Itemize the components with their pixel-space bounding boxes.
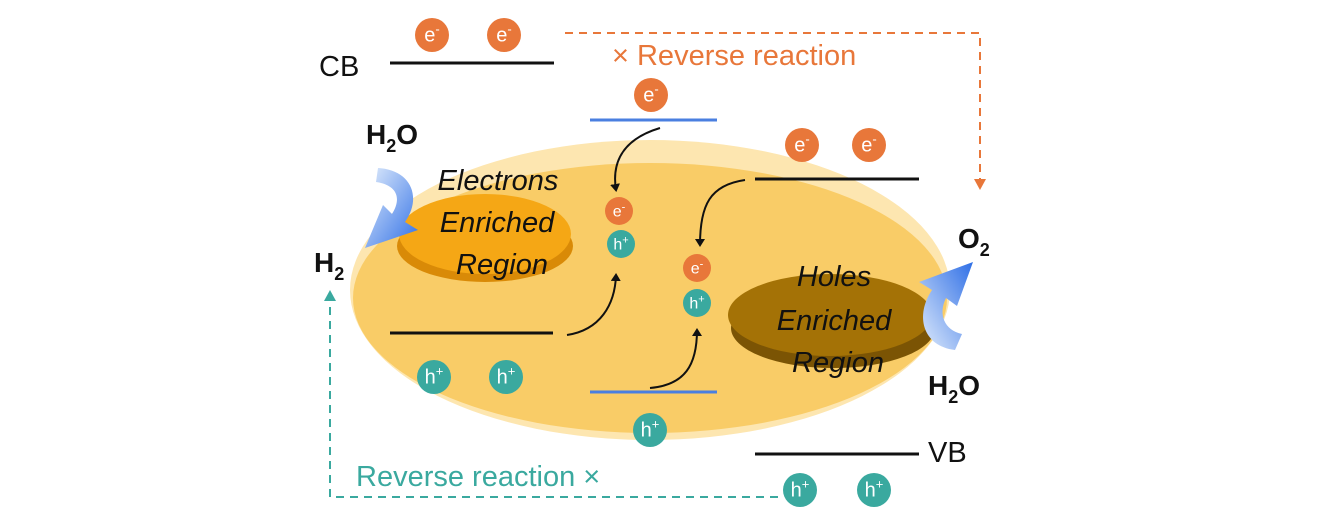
hole-vb-hole-2: h+ bbox=[857, 473, 891, 507]
hole-vb-hole-left-2: h+ bbox=[489, 360, 523, 394]
electron-right-cb-electron-2: e- bbox=[852, 128, 886, 162]
svg-text:h+: h+ bbox=[791, 476, 810, 501]
electron-transfer-arrow-2 bbox=[695, 179, 746, 247]
svg-text:h+: h+ bbox=[641, 416, 660, 441]
charge-carriers: e-e-e-e-e-e-h+ e-h+ h+ h+ h+ h+ h+ bbox=[415, 18, 891, 507]
reverse-reaction-top-label: × Reverse reaction bbox=[612, 40, 856, 72]
electron-region bbox=[399, 194, 571, 274]
electron-trapped-electron-left: e- bbox=[605, 197, 633, 225]
svg-text:h+: h+ bbox=[865, 476, 884, 501]
hole-interface-hole-bottom: h+ bbox=[633, 413, 667, 447]
svg-text:e-: e- bbox=[496, 21, 511, 46]
h2-left-label: H2 bbox=[314, 247, 344, 284]
hole-region-label-2: Enriched bbox=[777, 305, 892, 337]
electron-trapped-electron-right: e- bbox=[683, 254, 711, 282]
hole-trapped-hole-right: h+ bbox=[683, 289, 711, 317]
electron-interface-electron-top: e- bbox=[634, 78, 668, 112]
svg-text:h+: h+ bbox=[613, 234, 628, 253]
svg-text:e-: e- bbox=[643, 81, 658, 106]
hole-vb-hole-1: h+ bbox=[783, 473, 817, 507]
svg-text:e-: e- bbox=[424, 21, 439, 46]
electron-cb-electron-1: e- bbox=[415, 18, 449, 52]
electron-region-label-1: Electrons bbox=[438, 165, 559, 197]
svg-text:e-: e- bbox=[691, 258, 704, 277]
electron-region-label-3: Region bbox=[456, 249, 548, 281]
electron-right-cb-electron-1: e- bbox=[785, 128, 819, 162]
svg-text:e-: e- bbox=[794, 131, 809, 156]
electron-cb-electron-2: e- bbox=[487, 18, 521, 52]
hole-transfer-arrow-2 bbox=[649, 328, 702, 389]
water-oxidation-arrow bbox=[919, 262, 973, 350]
electron-transfer-arrow-1 bbox=[610, 127, 661, 192]
hole-region-label-1: Holes bbox=[797, 261, 871, 293]
hole-vb-hole-left-1: h+ bbox=[417, 360, 451, 394]
hole-transfer-arrow-1 bbox=[566, 273, 621, 336]
svg-text:h+: h+ bbox=[689, 293, 704, 312]
hole-trapped-hole-left: h+ bbox=[607, 230, 635, 258]
svg-text:e-: e- bbox=[613, 201, 626, 220]
water-reduction-arrow bbox=[365, 168, 418, 248]
hole-region-label-3: Region bbox=[792, 347, 884, 379]
svg-text:h+: h+ bbox=[497, 363, 516, 388]
h2o-right-label: H2O bbox=[928, 370, 980, 407]
vb-label: VB bbox=[928, 437, 967, 469]
reverse-reaction-bottom-path bbox=[324, 290, 778, 498]
reverse-reaction-bottom-label: Reverse reaction × bbox=[356, 461, 600, 493]
h2o-left-label: H2O bbox=[366, 119, 418, 156]
o2-right-label: O2 bbox=[958, 223, 990, 260]
hole-region bbox=[728, 274, 932, 356]
svg-text:e-: e- bbox=[861, 131, 876, 156]
svg-text:h+: h+ bbox=[425, 363, 444, 388]
cb-label: CB bbox=[319, 51, 359, 83]
electron-region-label-2: Enriched bbox=[440, 207, 555, 239]
